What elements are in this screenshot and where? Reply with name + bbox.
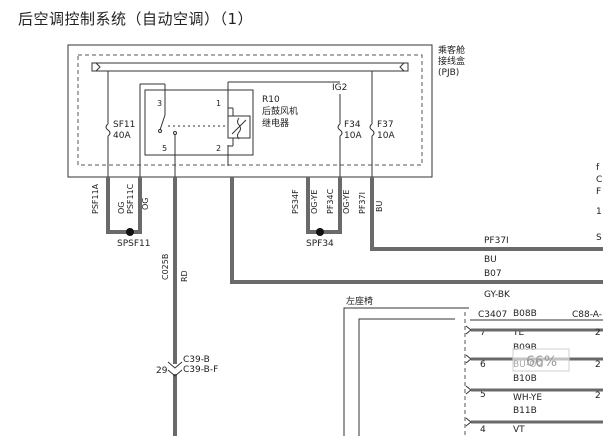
seat-row-code: B11B bbox=[513, 406, 537, 416]
fuse-sf11-icon bbox=[105, 123, 111, 137]
edge-text-1: f bbox=[596, 163, 600, 173]
relay-pin-1: 1 bbox=[216, 99, 221, 108]
wire-label-psf11c: PSF11C bbox=[126, 183, 135, 214]
wire-label-og1: OG bbox=[117, 202, 126, 215]
wire-pf34c bbox=[320, 177, 342, 234]
seat-row-code: B09B bbox=[513, 343, 537, 353]
connector-c39b: C39-B bbox=[183, 355, 210, 365]
splice-spf34-icon bbox=[316, 228, 324, 236]
relay-pin-3: 3 bbox=[157, 99, 162, 108]
wire-b07 bbox=[230, 177, 603, 284]
seat-row-color: YE bbox=[512, 328, 524, 338]
edge-text-5: S bbox=[596, 233, 602, 243]
seat-right-pin-3: 2 bbox=[595, 391, 601, 401]
wire-label-ogye2: OG-YE bbox=[342, 190, 351, 214]
splice-spf34-label: SPF34 bbox=[306, 239, 334, 249]
power-bus-bar bbox=[91, 62, 409, 72]
pjb-label-3: (PJB) bbox=[438, 68, 459, 78]
hlabel-pf37i: PF37I bbox=[484, 236, 509, 246]
splice-spsf11-icon bbox=[126, 228, 134, 236]
seat-row-code-0: B08B bbox=[513, 309, 537, 319]
seat-row-pin: 6 bbox=[480, 360, 486, 370]
wire-label-ps34f: PS34F bbox=[291, 189, 300, 214]
connector-c39b-icon bbox=[167, 361, 183, 369]
wire-label-rd: RD bbox=[180, 270, 189, 282]
seat-row-color: WH-YE bbox=[513, 393, 542, 403]
relay-name-1: 后鼓风机 bbox=[262, 105, 298, 117]
connector-c39bf: C39-B-F bbox=[183, 365, 218, 375]
relay-id: R10 bbox=[262, 95, 280, 105]
fuse-sf11-rating: 40A bbox=[113, 131, 131, 141]
seat-right-pin-1: 2 bbox=[595, 328, 601, 338]
fuse-sf11-id: SF11 bbox=[113, 120, 135, 130]
relay-r10-box bbox=[144, 89, 254, 156]
edge-text-4: 1 bbox=[596, 207, 602, 217]
seat-row-color: VT bbox=[513, 425, 525, 435]
seat-row-code: B10B bbox=[513, 374, 537, 384]
relay-pin-5: 5 bbox=[162, 144, 167, 153]
seat-label: 左座椅 bbox=[346, 295, 373, 307]
seat-c88: C88-A-1 bbox=[572, 310, 603, 320]
seat-c3407: C3407 bbox=[478, 310, 507, 320]
seat-row-3: 5 WH-YE B11B bbox=[465, 385, 603, 416]
fuse-f37-rating: 10A bbox=[377, 131, 395, 141]
pjb-label-2: 接线盒 bbox=[438, 55, 465, 67]
wire-pf37i bbox=[370, 177, 603, 251]
ig2-label: IG2 bbox=[332, 83, 347, 93]
page-title: 后空调控制系统（自动空调）（1） bbox=[18, 10, 254, 28]
seat-row-1: 7 YE B09B bbox=[465, 325, 603, 353]
fuse-f37-icon bbox=[369, 123, 375, 137]
seat-box bbox=[343, 307, 469, 436]
edge-text-3: F bbox=[596, 187, 601, 197]
fuse-f37-id: F37 bbox=[377, 120, 394, 130]
wire-label-c025b: C025B bbox=[161, 254, 170, 280]
bus-arrow-left-icon bbox=[95, 62, 101, 72]
seat-row-4: 4 VT bbox=[465, 417, 603, 435]
relay-pin-2: 2 bbox=[216, 144, 221, 153]
pjb-box bbox=[67, 44, 433, 178]
seat-right-pin-2: 2 bbox=[595, 360, 601, 370]
watermark-badge bbox=[512, 348, 570, 372]
wire-label-og2: OG bbox=[141, 198, 150, 211]
pjb-label-1: 乘客舱 bbox=[438, 44, 465, 56]
connector-pin: 29 bbox=[156, 366, 168, 376]
edge-text-2: C bbox=[596, 175, 602, 185]
relay-coil-icon bbox=[227, 115, 251, 139]
seat-row-pin: 4 bbox=[480, 425, 486, 435]
pjb-inner-box bbox=[77, 54, 423, 166]
wire-label-ogye1: OG-YE bbox=[310, 190, 319, 214]
relay-switch-contact bbox=[159, 114, 166, 131]
hlabel-gybk: GY-BK bbox=[484, 290, 511, 300]
fuse-f34-id: F34 bbox=[344, 120, 361, 130]
wire-psf11a bbox=[106, 177, 130, 234]
fuse-f34-rating: 10A bbox=[344, 131, 362, 141]
splice-spsf11-label: SPSF11 bbox=[117, 239, 150, 249]
wire-label-bu: BU bbox=[375, 201, 384, 212]
wire-label-psf11a: PSF11A bbox=[91, 183, 100, 214]
bus-arrow-right-icon bbox=[399, 62, 405, 72]
relay-name-2: 继电器 bbox=[262, 117, 289, 129]
hlabel-b07: B07 bbox=[484, 269, 502, 279]
watermark-text: 66% bbox=[526, 354, 557, 370]
hlabel-bu: BU bbox=[484, 255, 497, 265]
seat-row-pin: 7 bbox=[480, 328, 486, 338]
wire-label-pf37i: PF37I bbox=[358, 192, 367, 214]
seat-row-pin: 5 bbox=[480, 390, 486, 400]
wire-label-pf34c: PF34C bbox=[326, 188, 335, 214]
fuse-f34-icon bbox=[337, 123, 343, 137]
